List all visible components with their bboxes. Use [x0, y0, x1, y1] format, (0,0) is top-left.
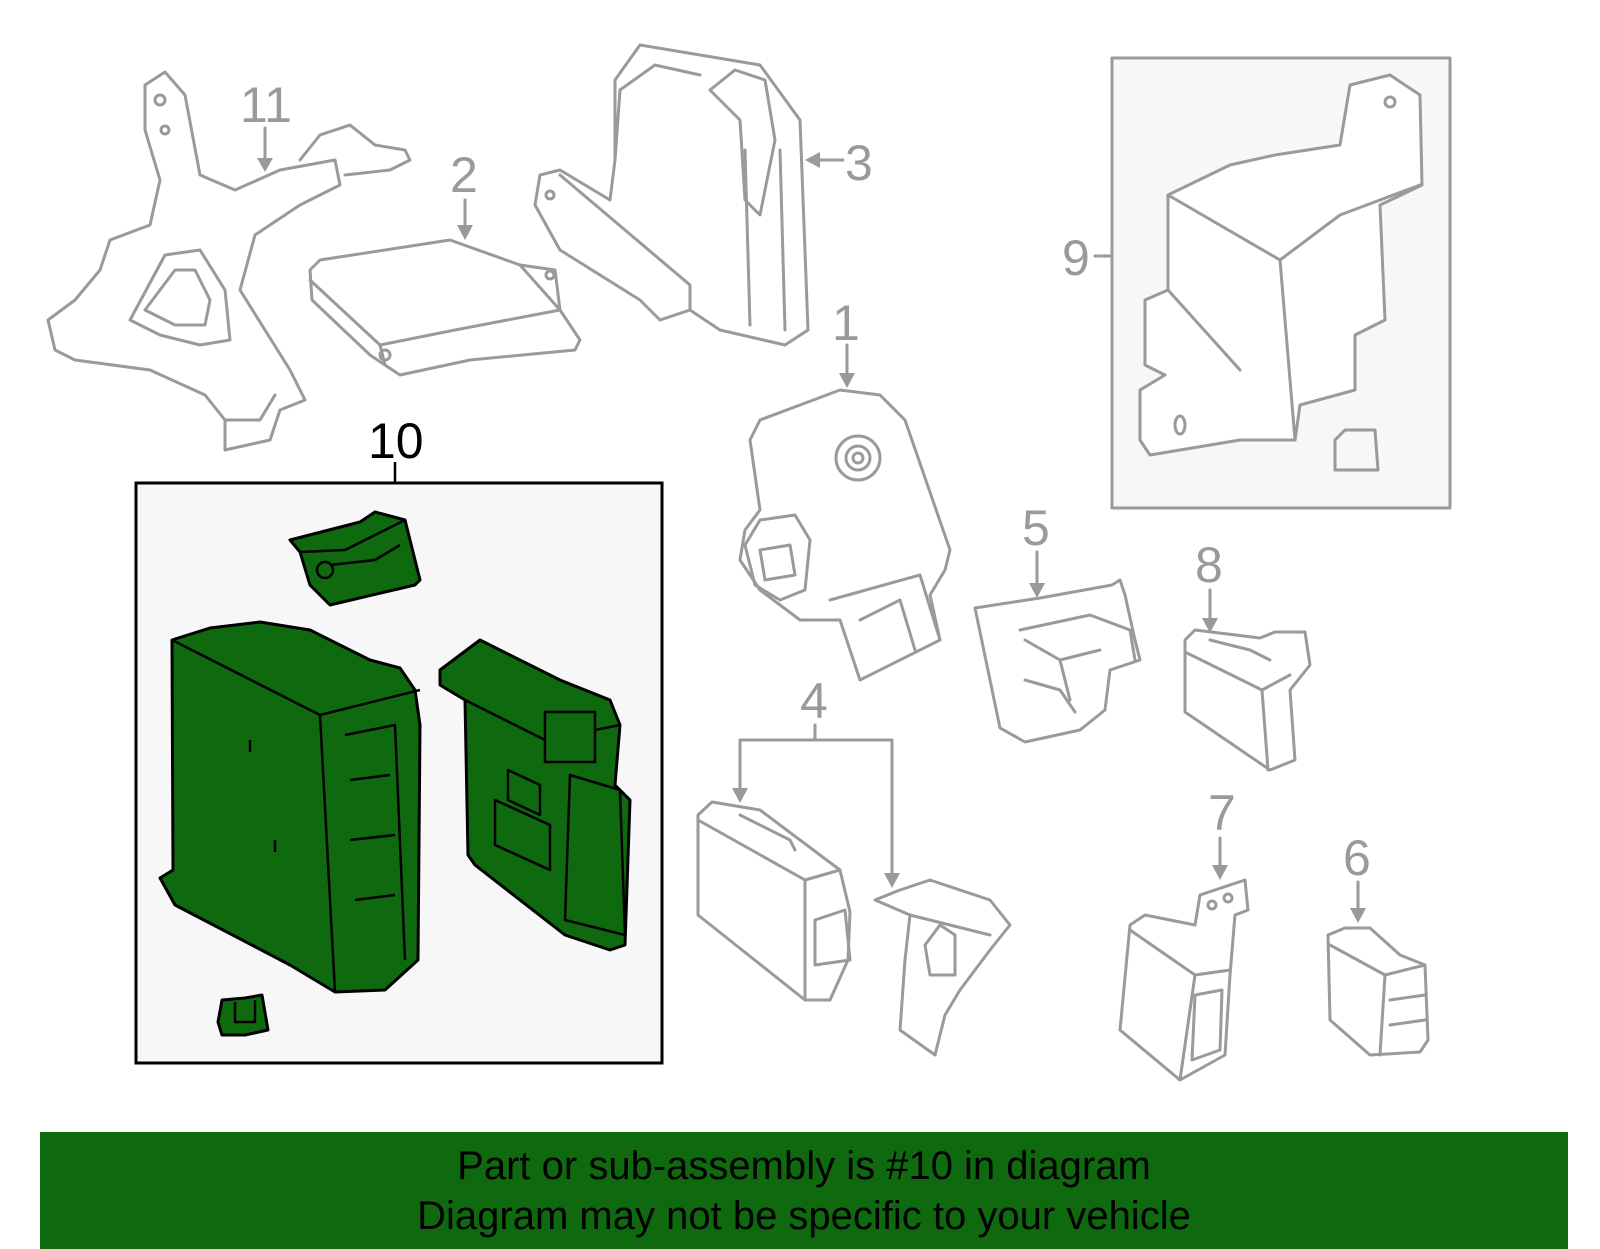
- callout-2: 2: [450, 147, 478, 203]
- part-7-sensor: [1118, 878, 1250, 1082]
- banner-line-2: Diagram may not be specific to your vehi…: [417, 1193, 1191, 1238]
- part-2-module: [308, 238, 582, 377]
- callout-1: 1: [832, 295, 860, 351]
- part-4-module: [696, 800, 852, 1002]
- part-3-module: [533, 43, 810, 347]
- part-11-bracket: [46, 70, 412, 452]
- part-9-module: [1138, 73, 1424, 472]
- part-5-bracket: [973, 578, 1142, 744]
- part-4-bracket: [873, 878, 1012, 1057]
- callout-5: 5: [1022, 500, 1050, 556]
- callout-7: 7: [1208, 785, 1236, 841]
- callout-6: 6: [1343, 830, 1371, 886]
- callout-9: 9: [1062, 230, 1090, 286]
- part-1-switch: [738, 388, 952, 682]
- part-8-sensor: [1183, 628, 1312, 772]
- callout-4: 4: [800, 673, 828, 729]
- part-10-assembly[interactable]: [158, 510, 632, 1037]
- info-banner: Part or sub-assembly is #10 in diagram D…: [40, 1132, 1568, 1249]
- callout-10: 10: [368, 413, 424, 469]
- callout-8: 8: [1195, 537, 1223, 593]
- callout-3: 3: [845, 135, 873, 191]
- part-6-sensor: [1326, 926, 1430, 1057]
- callout-11: 11: [240, 77, 292, 133]
- banner-line-1: Part or sub-assembly is #10 in diagram: [457, 1143, 1151, 1188]
